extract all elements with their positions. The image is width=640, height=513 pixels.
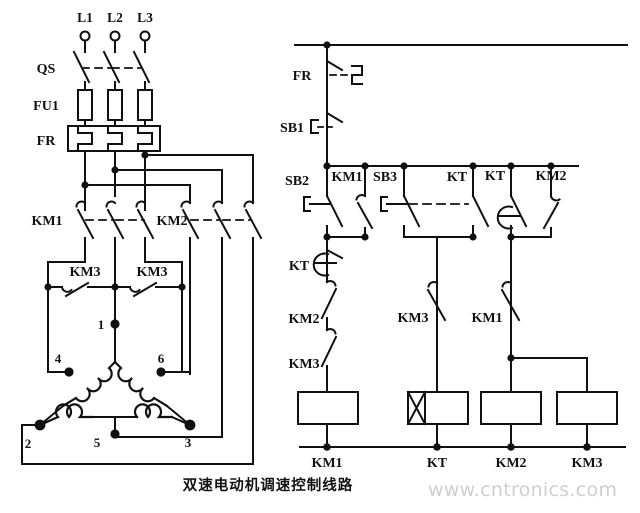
label-fu1: FU1 [33,99,59,114]
qs-disconnect-switch[interactable] [72,50,151,91]
label-coil-kt: KT [427,456,448,471]
label-kt-contact-1: KT [447,170,468,185]
power-circuit [21,30,263,465]
sb1-stop-button[interactable] [310,111,344,167]
label-km3-branch: KM3 [288,357,319,372]
fu1-fuses [77,89,153,127]
label-fr-control: FR [293,69,313,84]
label-kt-branch: KT [289,259,310,274]
sb2-start-button-low[interactable] [303,194,344,238]
control-top-rail [294,41,628,62]
label-km2-seal: KM2 [535,169,566,184]
km1-output-wiring [47,247,183,288]
label-sb3: SB3 [373,170,397,185]
kt-timed-no-contact[interactable] [496,194,528,238]
label-kt-contact-2: KT [485,169,506,184]
label-terminal-1: 1 [98,317,105,332]
label-sb1: SB1 [280,121,304,136]
km2-output-wiring [189,247,254,456]
label-terminal-4: 4 [55,351,62,366]
label-km3-contact-1: KM3 [69,265,100,280]
label-sb2: SB2 [285,174,309,189]
kt-no-contact-1[interactable] [471,194,490,238]
km3-side-rails [47,286,183,373]
label-l3: L3 [137,10,153,25]
diagram-caption: 双速电动机调速控制线路 [0,474,640,495]
km3-nc-contact-kt-branch[interactable] [426,236,447,393]
label-terminal-6: 6 [158,351,165,366]
km3-nc-contact[interactable] [320,328,338,393]
km3-branch-tie [507,354,588,393]
coil-km1 [297,391,359,448]
km1-main-contacts[interactable] [75,200,155,249]
kt-timed-nc-contact[interactable] [312,248,344,283]
labels: L1 L2 L3 QS FU1 FR KM1 KM2 KM3 KM3 1 2 3… [25,10,603,471]
label-coil-km3: KM3 [571,456,602,471]
label-l1: L1 [77,10,93,25]
label-km1-power: KM1 [31,214,62,229]
label-km1-km2-branch: KM1 [471,311,502,326]
label-km1-seal: KM1 [331,170,362,185]
label-fr-power: FR [37,134,57,149]
fr-nc-contact[interactable] [325,59,363,114]
watermark: www.cntronics.com [428,479,618,501]
supply-terminals [79,30,151,53]
sb3-start-button-high[interactable] [380,194,469,238]
label-km2-branch: KM2 [288,312,319,327]
coil-km2 [480,391,542,448]
label-terminal-5: 5 [94,435,101,450]
km3-contacts[interactable] [44,281,186,298]
label-l2: L2 [107,10,123,25]
control-bottom-rail [299,443,626,451]
label-terminal-3: 3 [185,435,192,450]
label-km3-kt-branch: KM3 [397,311,428,326]
control-circuit [294,41,628,451]
motor-delta-winding [34,360,196,439]
start-row-rail [323,162,579,197]
km2-main-contacts[interactable] [180,200,263,249]
label-coil-km2: KM2 [495,456,526,471]
caption-text: 双速电动机调速控制线路 [182,478,354,494]
coil-kt [406,390,469,448]
label-coil-km1: KM1 [311,456,342,471]
label-terminal-2: 2 [25,436,32,451]
km2-seal-in-contact[interactable] [542,194,561,238]
phase-tap-bus [81,151,254,204]
km1-seal-in-contact[interactable] [355,194,374,238]
motor-return-wiring [21,424,254,465]
label-km3-contact-2: KM3 [136,265,167,280]
fr-overload-relay [67,125,161,211]
coil-km3 [556,391,618,448]
label-qs: QS [37,62,56,77]
motor-star-point [110,286,120,363]
label-km2-power: KM2 [156,214,187,229]
km2-nc-contact[interactable] [320,280,338,331]
